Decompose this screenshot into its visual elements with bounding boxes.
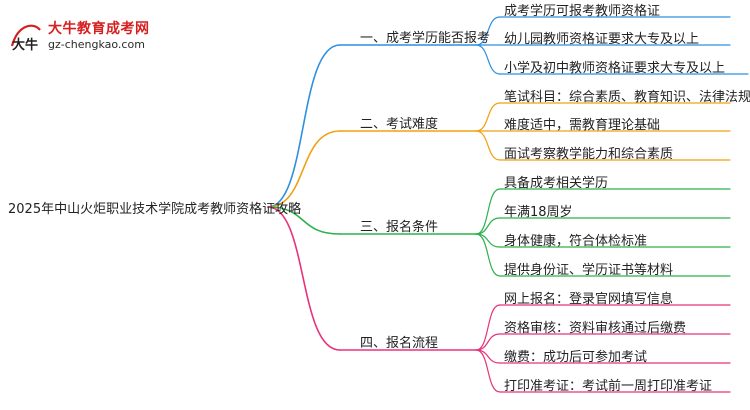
branch-leaf-connector [475, 349, 501, 364]
branch-label: 二、考试难度 [360, 117, 439, 132]
logo-mark-icon: 大牛 [10, 24, 41, 53]
site-logo: 大牛 大牛教育成考网 gz-chengkao.com [8, 16, 168, 56]
branch-leaf-connector [475, 217, 501, 235]
leaf-label: 具备成考相关学历 [504, 176, 609, 191]
leaf-label: 缴费：成功后可参加考试 [504, 350, 648, 365]
root-branch-connector [267, 206, 341, 235]
branch-label: 一、成考学历能否报考 [360, 31, 491, 46]
leaf-label: 面试考察教学能力和综合素质 [504, 147, 674, 162]
leaf-label: 提供身份证、学历证书等材料 [504, 263, 674, 278]
branch-leaf-connector [475, 102, 501, 132]
leaf-label: 笔试科目：综合素质、教育知识、法律法规 [504, 90, 750, 105]
branch-leaf-connector [475, 233, 501, 277]
logo-url: gz-chengkao.com [48, 38, 145, 51]
leaf-label: 打印准考证：考试前一周打印准考证 [504, 379, 713, 394]
root-topic: 2025年中山火炬职业技术学院成考教师资格证攻略 [8, 202, 302, 217]
root-branch-connector [267, 206, 341, 351]
branch-label: 四、报名流程 [360, 336, 439, 351]
leaf-label: 幼儿园教师资格证要求大专及以上 [504, 32, 700, 47]
logo-mark-text: 大牛 [12, 37, 38, 53]
branch-leaf-connector [475, 333, 501, 351]
branch-leaf-connector [475, 16, 501, 46]
leaf-label: 小学及初中教师资格证要求大专及以上 [504, 61, 726, 76]
logo-title: 大牛教育成考网 [48, 21, 150, 37]
branch-leaf-connector [475, 233, 501, 248]
leaf-label: 资格审核：资料审核通过后缴费 [504, 321, 687, 336]
branch-leaf-connector [475, 44, 501, 75]
leaf-label: 难度适中，需教育理论基础 [504, 118, 661, 133]
leaf-label: 年满18周岁 [504, 205, 573, 220]
leaf-label: 成考学历可报考教师资格证 [504, 4, 661, 19]
branch-leaf-connector [475, 349, 501, 393]
branch-leaf-connector [475, 188, 501, 235]
leaf-label: 网上报名：登录官网填写信息 [504, 292, 674, 307]
root-branch-connector [267, 130, 341, 208]
branch-leaf-connector [475, 304, 501, 351]
root-branch-connector [267, 44, 341, 208]
branch-leaf-connector [475, 130, 501, 161]
branch-label: 三、报名条件 [360, 220, 439, 235]
leaf-label: 身体健康，符合体检标准 [504, 234, 648, 249]
